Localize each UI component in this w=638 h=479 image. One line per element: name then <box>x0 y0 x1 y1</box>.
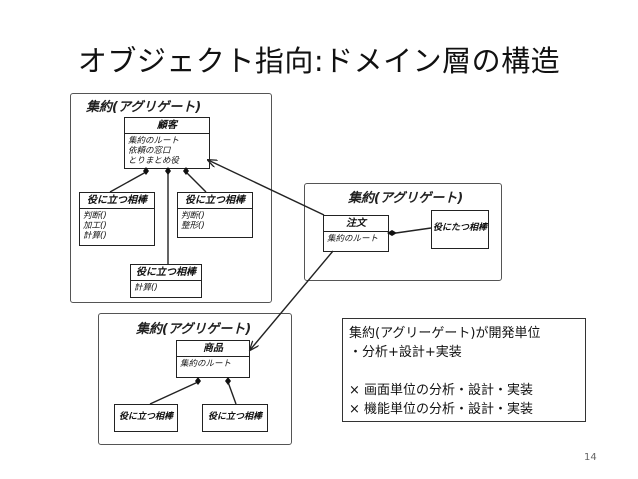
composition-line <box>227 381 237 405</box>
aggregate-frame-customer <box>70 93 272 303</box>
customer-helper-box-left: 役に立つ相棒 判断() 加工() 計算() <box>79 192 155 246</box>
helper-method: 判断() <box>181 211 205 221</box>
helper-name: 役に立つ相棒 <box>131 265 201 281</box>
helper-name: 役に立つ相棒 <box>207 412 262 422</box>
product-root-name: 商品 <box>177 341 249 357</box>
note-spacer <box>349 362 579 381</box>
helper-method: 判断() <box>83 211 107 221</box>
page-number: 14 <box>584 452 597 463</box>
composition-line <box>395 227 432 234</box>
helper-method: 加工() <box>83 221 107 231</box>
product-helper-box-right: 役に立つ相棒 <box>202 404 268 432</box>
product-helper-box-left: 役に立つ相棒 <box>114 404 178 432</box>
composition-diamond <box>183 167 189 175</box>
aggregate-label-customer: 集約(アグリゲート) <box>86 100 202 115</box>
note-line: × 機能単位の分析・設計・実装 <box>349 402 534 417</box>
composition-diamond <box>387 230 397 236</box>
composition-diamond <box>225 377 231 385</box>
aggregate-label-product: 集約(アグリゲート) <box>136 322 252 337</box>
aggregate-frame-order <box>304 183 502 281</box>
order-root-name: 注文 <box>324 216 388 232</box>
helper-method: 計算() <box>134 283 158 293</box>
association-arrow <box>250 250 334 350</box>
association-arrow <box>208 160 325 216</box>
customer-root-box: 顧客 集約のルート 依頼の窓口 とりまとめ役 <box>124 117 210 169</box>
composition-diamond <box>143 167 149 175</box>
product-root-box: 商品 集約のルート <box>176 340 250 378</box>
helper-name: 役に立つ相棒 <box>178 193 252 209</box>
helper-method: 計算() <box>83 231 107 241</box>
helper-name: 役に立つ相棒 <box>80 193 154 209</box>
customer-root-line: とりまとめ役 <box>128 156 180 166</box>
order-root-box: 注文 集約のルート <box>323 215 389 252</box>
composition-line <box>109 171 147 193</box>
customer-helper-box-bottom: 役に立つ相棒 計算() <box>130 264 202 298</box>
product-root-line: 集約のルート <box>180 359 232 369</box>
helper-name: 役にたつ相棒 <box>432 223 487 233</box>
customer-root-line: 依頼の窓口 <box>128 146 171 156</box>
note-line: × 画面単位の分析・設計・実装 <box>349 383 534 398</box>
helper-method: 整形() <box>181 221 205 231</box>
note-line: 集約(アグリーゲート)が開発単位 <box>349 326 541 341</box>
aggregate-label-order: 集約(アグリゲート) <box>348 191 464 206</box>
order-root-line: 集約のルート <box>327 234 379 244</box>
customer-helper-box-right: 役に立つ相棒 判断() 整形() <box>177 192 253 238</box>
customer-root-name: 顧客 <box>125 118 209 134</box>
aggregate-frame-product <box>98 313 292 445</box>
composition-line <box>185 171 207 193</box>
note-line: ・分析+設計+実装 <box>349 345 462 360</box>
composition-diamond <box>195 377 201 385</box>
composition-line <box>149 381 199 405</box>
helper-name: 役に立つ相棒 <box>118 412 173 422</box>
slide-title: オブジェクト指向:ドメイン層の構造 <box>77 44 561 78</box>
order-helper-box: 役にたつ相棒 <box>431 210 489 249</box>
composition-diamond <box>165 167 171 175</box>
note-box: 集約(アグリーゲート)が開発単位 ・分析+設計+実装 × 画面単位の分析・設計・… <box>342 318 586 422</box>
customer-root-line: 集約のルート <box>128 136 180 146</box>
